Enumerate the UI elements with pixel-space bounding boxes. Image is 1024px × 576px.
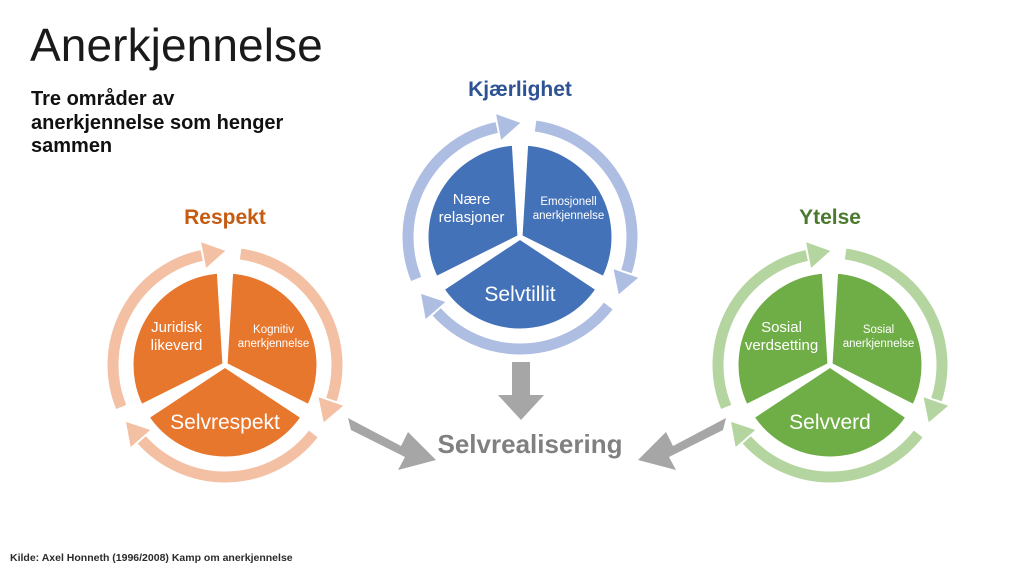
wheel-segment[interactable] xyxy=(222,268,322,410)
ring-arc xyxy=(712,250,808,410)
wheel-segment[interactable] xyxy=(517,140,617,282)
ring-arrowhead xyxy=(806,242,831,268)
page-subtitle: Tre områder av anerkjennelse som henger … xyxy=(31,88,284,158)
ring-arc xyxy=(137,430,318,483)
ring-arc xyxy=(402,122,498,282)
page-title: Anerkjennelse xyxy=(30,19,323,71)
ring-arrowhead xyxy=(731,421,756,448)
ring-arrowhead xyxy=(923,397,949,423)
wheel-segment[interactable] xyxy=(733,268,833,410)
ring-arrowhead xyxy=(126,421,151,448)
ring-arc xyxy=(534,120,638,274)
center-node-label: Selvrealisering xyxy=(437,429,623,459)
wheel-segment-label: Selvtillit xyxy=(484,283,555,306)
wheel-segment[interactable] xyxy=(749,362,911,462)
arrow-left-from-ytelse xyxy=(634,408,726,478)
wheel-heading-ytelse: Ytelse xyxy=(799,206,861,229)
ring-arrowhead xyxy=(613,269,639,295)
ring-arc xyxy=(432,302,613,355)
arrow-down-from-kjaerlighet xyxy=(496,362,546,422)
arrow-right-from-respekt xyxy=(348,408,440,478)
wheel-heading-kjaerlighet: Kjærlighet xyxy=(468,78,572,101)
ring-arrowhead xyxy=(318,397,344,423)
wheel-segment[interactable] xyxy=(827,268,927,410)
ring-arc xyxy=(742,430,923,483)
ring-arrowhead xyxy=(201,242,226,268)
wheel-segment[interactable] xyxy=(144,362,306,462)
wheel-segment[interactable] xyxy=(423,140,523,282)
ring-arrowhead xyxy=(421,293,446,320)
wheel-segment-label: Selvrespekt xyxy=(170,411,280,434)
ring-arrowhead xyxy=(496,114,521,140)
ring-arc xyxy=(844,248,948,402)
source-footnote: Kilde: Axel Honneth (1996/2008) Kamp om … xyxy=(10,552,293,564)
wheel-segment[interactable] xyxy=(439,234,601,334)
wheel-heading-respekt: Respekt xyxy=(184,206,266,229)
wheel-segment[interactable] xyxy=(128,268,228,410)
wheel-segment-label: Selvverd xyxy=(789,411,871,434)
ring-arc xyxy=(107,250,203,410)
ring-arc xyxy=(239,248,343,402)
